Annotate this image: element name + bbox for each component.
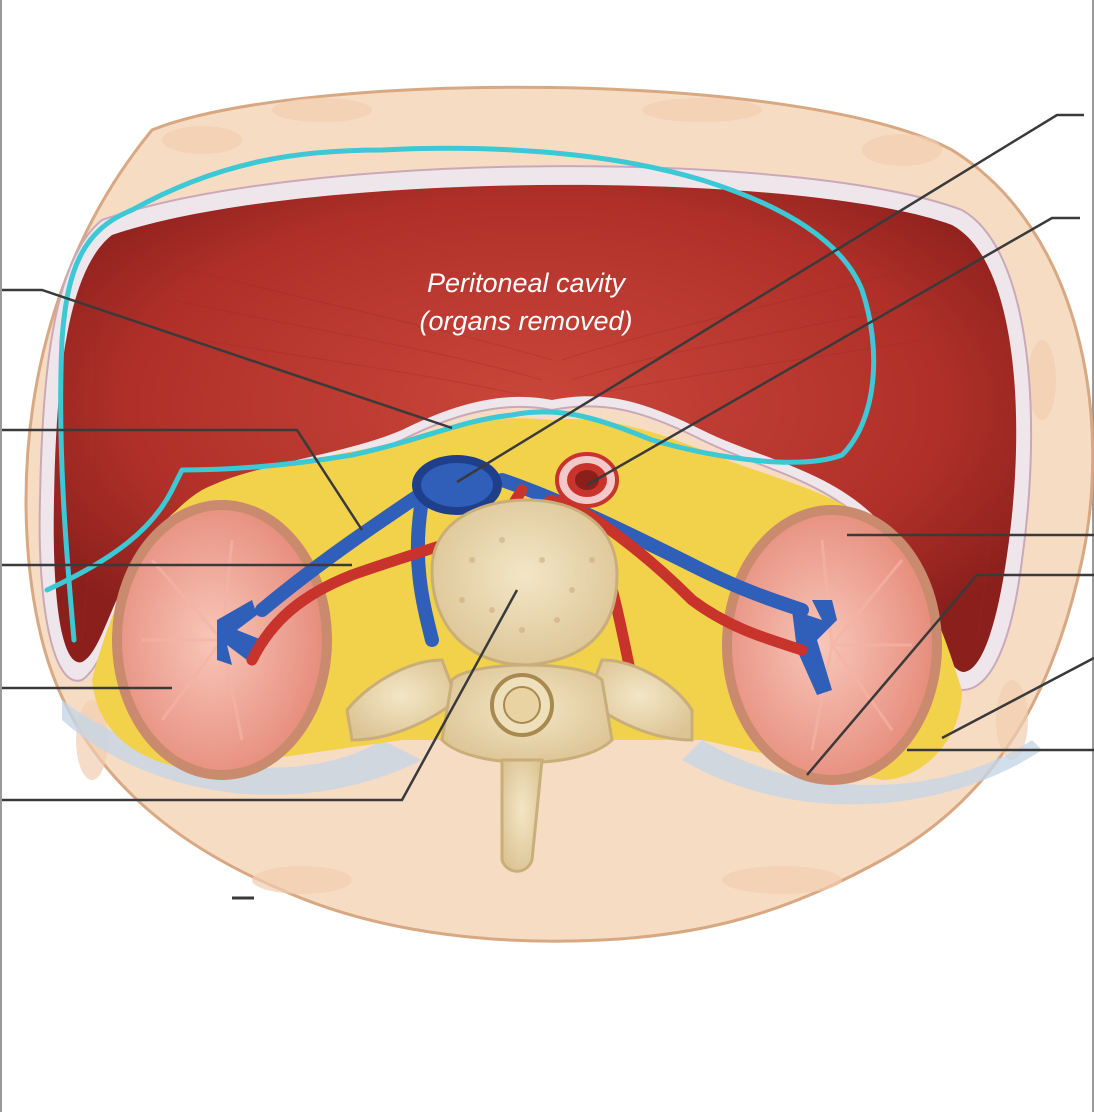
spinal-cord bbox=[504, 687, 540, 723]
cavity-caption-line1: Peritoneal cavity bbox=[427, 268, 627, 298]
vertebral-body bbox=[432, 500, 617, 665]
kidney-left bbox=[722, 505, 942, 785]
kidney-right bbox=[112, 500, 332, 780]
cavity-caption-line2: (organs removed) bbox=[419, 306, 632, 336]
aorta bbox=[557, 454, 617, 506]
